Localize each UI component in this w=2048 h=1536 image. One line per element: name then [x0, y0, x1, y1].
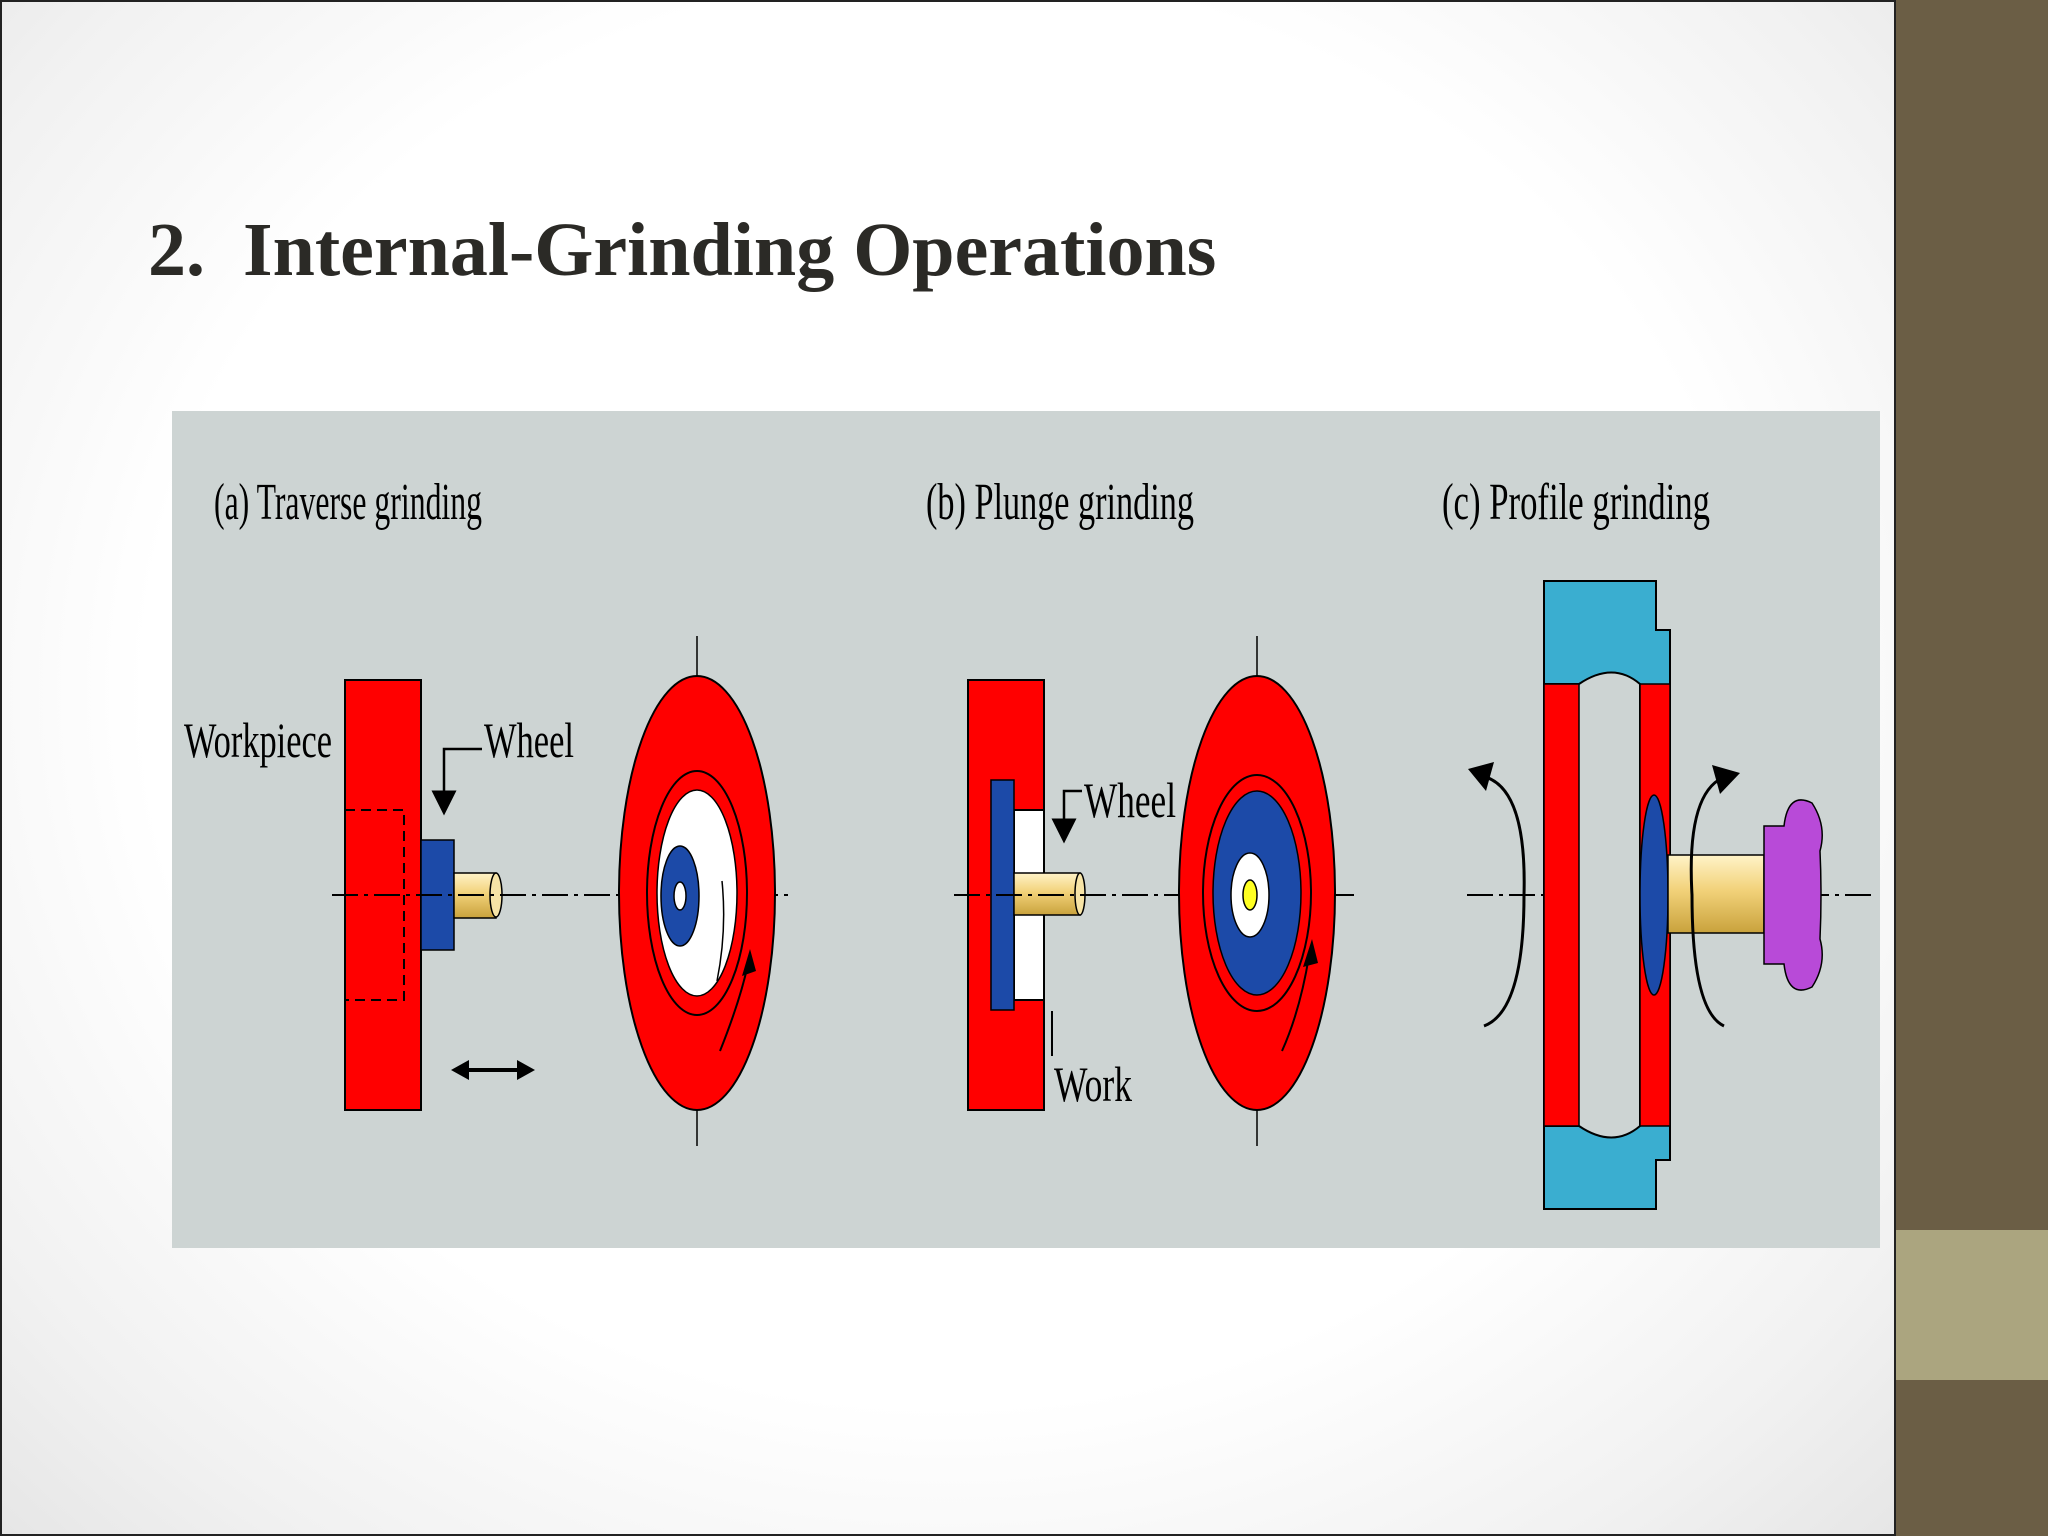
- label-plunge-wheel: Wheel: [1084, 772, 1176, 828]
- slide-title: 2. Internal-Grinding Operations: [148, 208, 1217, 292]
- wheel-rotation-arrow-icon: [1712, 765, 1740, 794]
- plunge-wheel-leader-arrow: [1051, 789, 1082, 844]
- side-bar-accent: [1896, 1230, 2048, 1380]
- plunge-rotation-arrow-line: [1281, 955, 1310, 1052]
- panel-plunge: Wheel Work: [954, 636, 1354, 1146]
- grinding-diagram: (a) Traverse grinding (b) Plunge grindin…: [172, 411, 1880, 1248]
- wheel-hub: [673, 881, 687, 911]
- profile-chuck: [1763, 799, 1823, 991]
- workpiece-rotation-arrow: [1481, 774, 1526, 1028]
- bore-hidden-line: [345, 809, 405, 1001]
- caption-plunge-grinding: (b) Plunge grinding: [926, 474, 1194, 531]
- plunge-shaft-end-view: [1242, 879, 1258, 911]
- workpiece-rotation-arrow-icon: [1468, 762, 1494, 791]
- grinding-figure: (a) Traverse grinding (b) Plunge grindin…: [172, 411, 1880, 1248]
- rotation-arrow-icon: [742, 949, 756, 976]
- wheel-leader-arrow: [431, 747, 482, 816]
- slide: 2. Internal-Grinding Operations (a) Trav…: [0, 0, 1896, 1536]
- panel-traverse: Workpiece Wheel: [184, 636, 792, 1146]
- traverse-arrow-icon: [451, 1060, 535, 1080]
- bore-outline: [646, 770, 748, 1016]
- profile-wheel: [1639, 794, 1669, 996]
- plunge-bore-outline: [1202, 774, 1312, 1012]
- wheel-rotation-arrow: [1689, 774, 1728, 1028]
- panel-profile: [1467, 580, 1872, 1210]
- profile-wall-left: [1543, 683, 1580, 1127]
- profile-wheel-shaft: [1667, 854, 1765, 934]
- caption-traverse-grinding: (a) Traverse grinding: [214, 474, 482, 531]
- label-wheel: Wheel: [484, 712, 574, 768]
- plunge-rotation-arrow-icon: [1303, 939, 1318, 967]
- caption-profile-grinding: (c) Profile grinding: [1442, 474, 1710, 531]
- label-work: Work: [1054, 1056, 1132, 1112]
- rotation-path: [716, 880, 725, 982]
- label-workpiece: Workpiece: [184, 712, 332, 768]
